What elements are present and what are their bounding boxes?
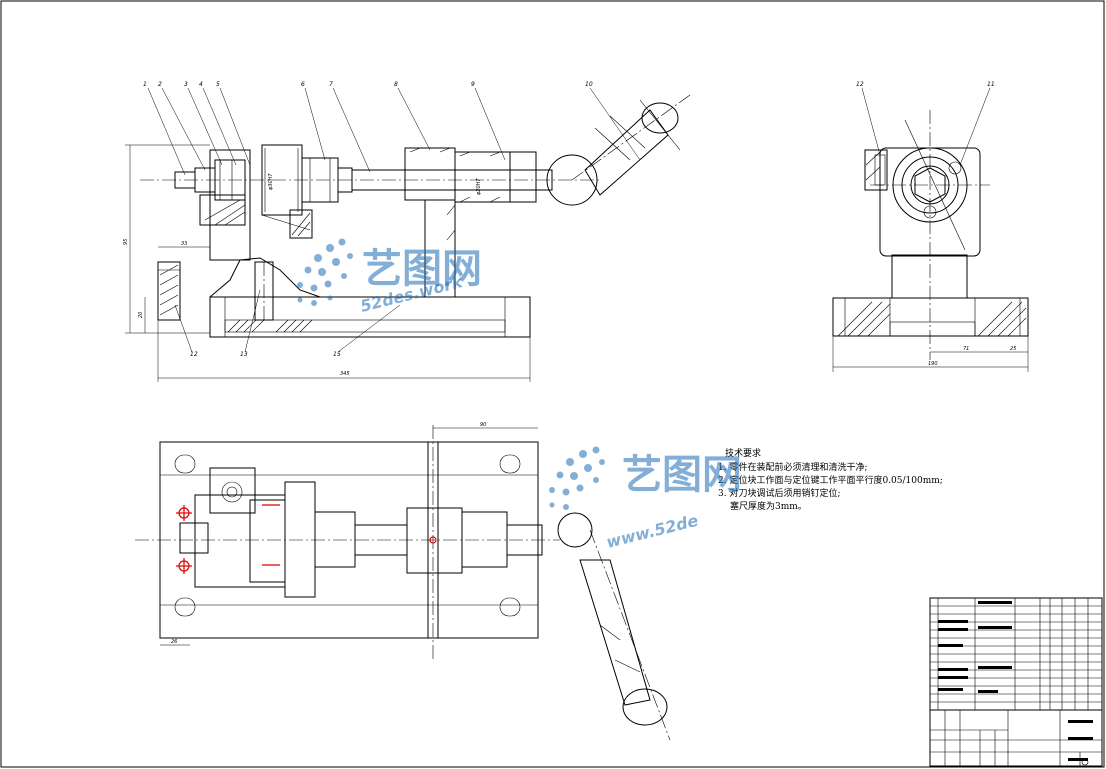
balloon-6: 6 (301, 81, 305, 88)
side-dimensions: 190 71 25 12 11 (832, 81, 1029, 372)
watermark-globe-icon (297, 238, 353, 306)
dim-width-small: 33 (181, 241, 187, 247)
watermark-brand-2: 艺图网 (622, 452, 742, 498)
dim-side-half: 71 (963, 346, 969, 352)
plan-dimensions: 26 90 (160, 422, 538, 646)
dim-plan-slot: 90 (480, 422, 486, 428)
front-dimensions: 95 20 33 345 (123, 144, 531, 382)
balloon-2: 2 (158, 81, 162, 88)
dim-plan-edge: 26 (171, 639, 177, 645)
watermark-brand: 艺图网 (362, 246, 482, 292)
dim-height-total: 95 (123, 239, 129, 245)
balloon-5: 5 (216, 81, 220, 88)
watermark-1: 艺图网 52des.work (297, 238, 482, 316)
balloon-13: 13 (240, 351, 248, 358)
balloon-8: 8 (394, 81, 398, 88)
balloon-7: 7 (329, 81, 333, 88)
dim-side-width: 190 (928, 361, 938, 367)
dim-length-total: 345 (340, 371, 350, 377)
balloon-15: 15 (333, 351, 341, 358)
svg-text:φ20H7: φ20H7 (476, 178, 482, 195)
dim-height-base: 20 (138, 312, 144, 318)
dim-side-offset: 25 (1010, 346, 1016, 352)
side-hatching (837, 301, 1027, 337)
tech-req-item-2: 2. 定位块工作面与定位键工作平面平行度0.05/100mm; (718, 474, 943, 486)
tech-req-title: 技术要求 (725, 447, 761, 459)
balloon-1: 1 (143, 81, 147, 88)
watermark-globe-icon-2 (549, 446, 605, 510)
balloon-12: 12 (190, 351, 198, 358)
base-hatching (227, 319, 313, 333)
balloon-side-11: 11 (987, 81, 995, 88)
side-view (832, 110, 1029, 360)
technical-requirements: 技术要求 1. 零件在装配前必须清理和清洗干净; 2. 定位块工作面与定位键工作… (718, 447, 943, 512)
tech-req-item-3: 3. 对刀块调试后须用销钉定位; (718, 487, 840, 499)
highlight-holes (176, 504, 437, 574)
title-block (929, 597, 1103, 767)
front-view: φ30H7 φ20H7 (140, 94, 691, 338)
watermark-2: 艺图网 www.52de (549, 446, 742, 552)
tech-req-item-4: 塞尺厚度为3mm。 (730, 500, 807, 512)
balloon-4: 4 (199, 81, 203, 88)
watermark-url-2: www.52de (604, 511, 700, 552)
svg-text:φ30H7: φ30H7 (268, 173, 274, 190)
balloon-9: 9 (471, 81, 475, 88)
balloon-10: 10 (585, 81, 593, 88)
front-balloons: 1 2 3 4 5 6 7 8 9 10 12 13 15 (143, 81, 641, 358)
tech-req-item-1: 1. 零件在装配前必须清理和清洗干净; (718, 461, 867, 473)
balloon-side-12: 12 (856, 81, 864, 88)
plan-view (135, 425, 671, 741)
balloon-3: 3 (184, 81, 188, 88)
